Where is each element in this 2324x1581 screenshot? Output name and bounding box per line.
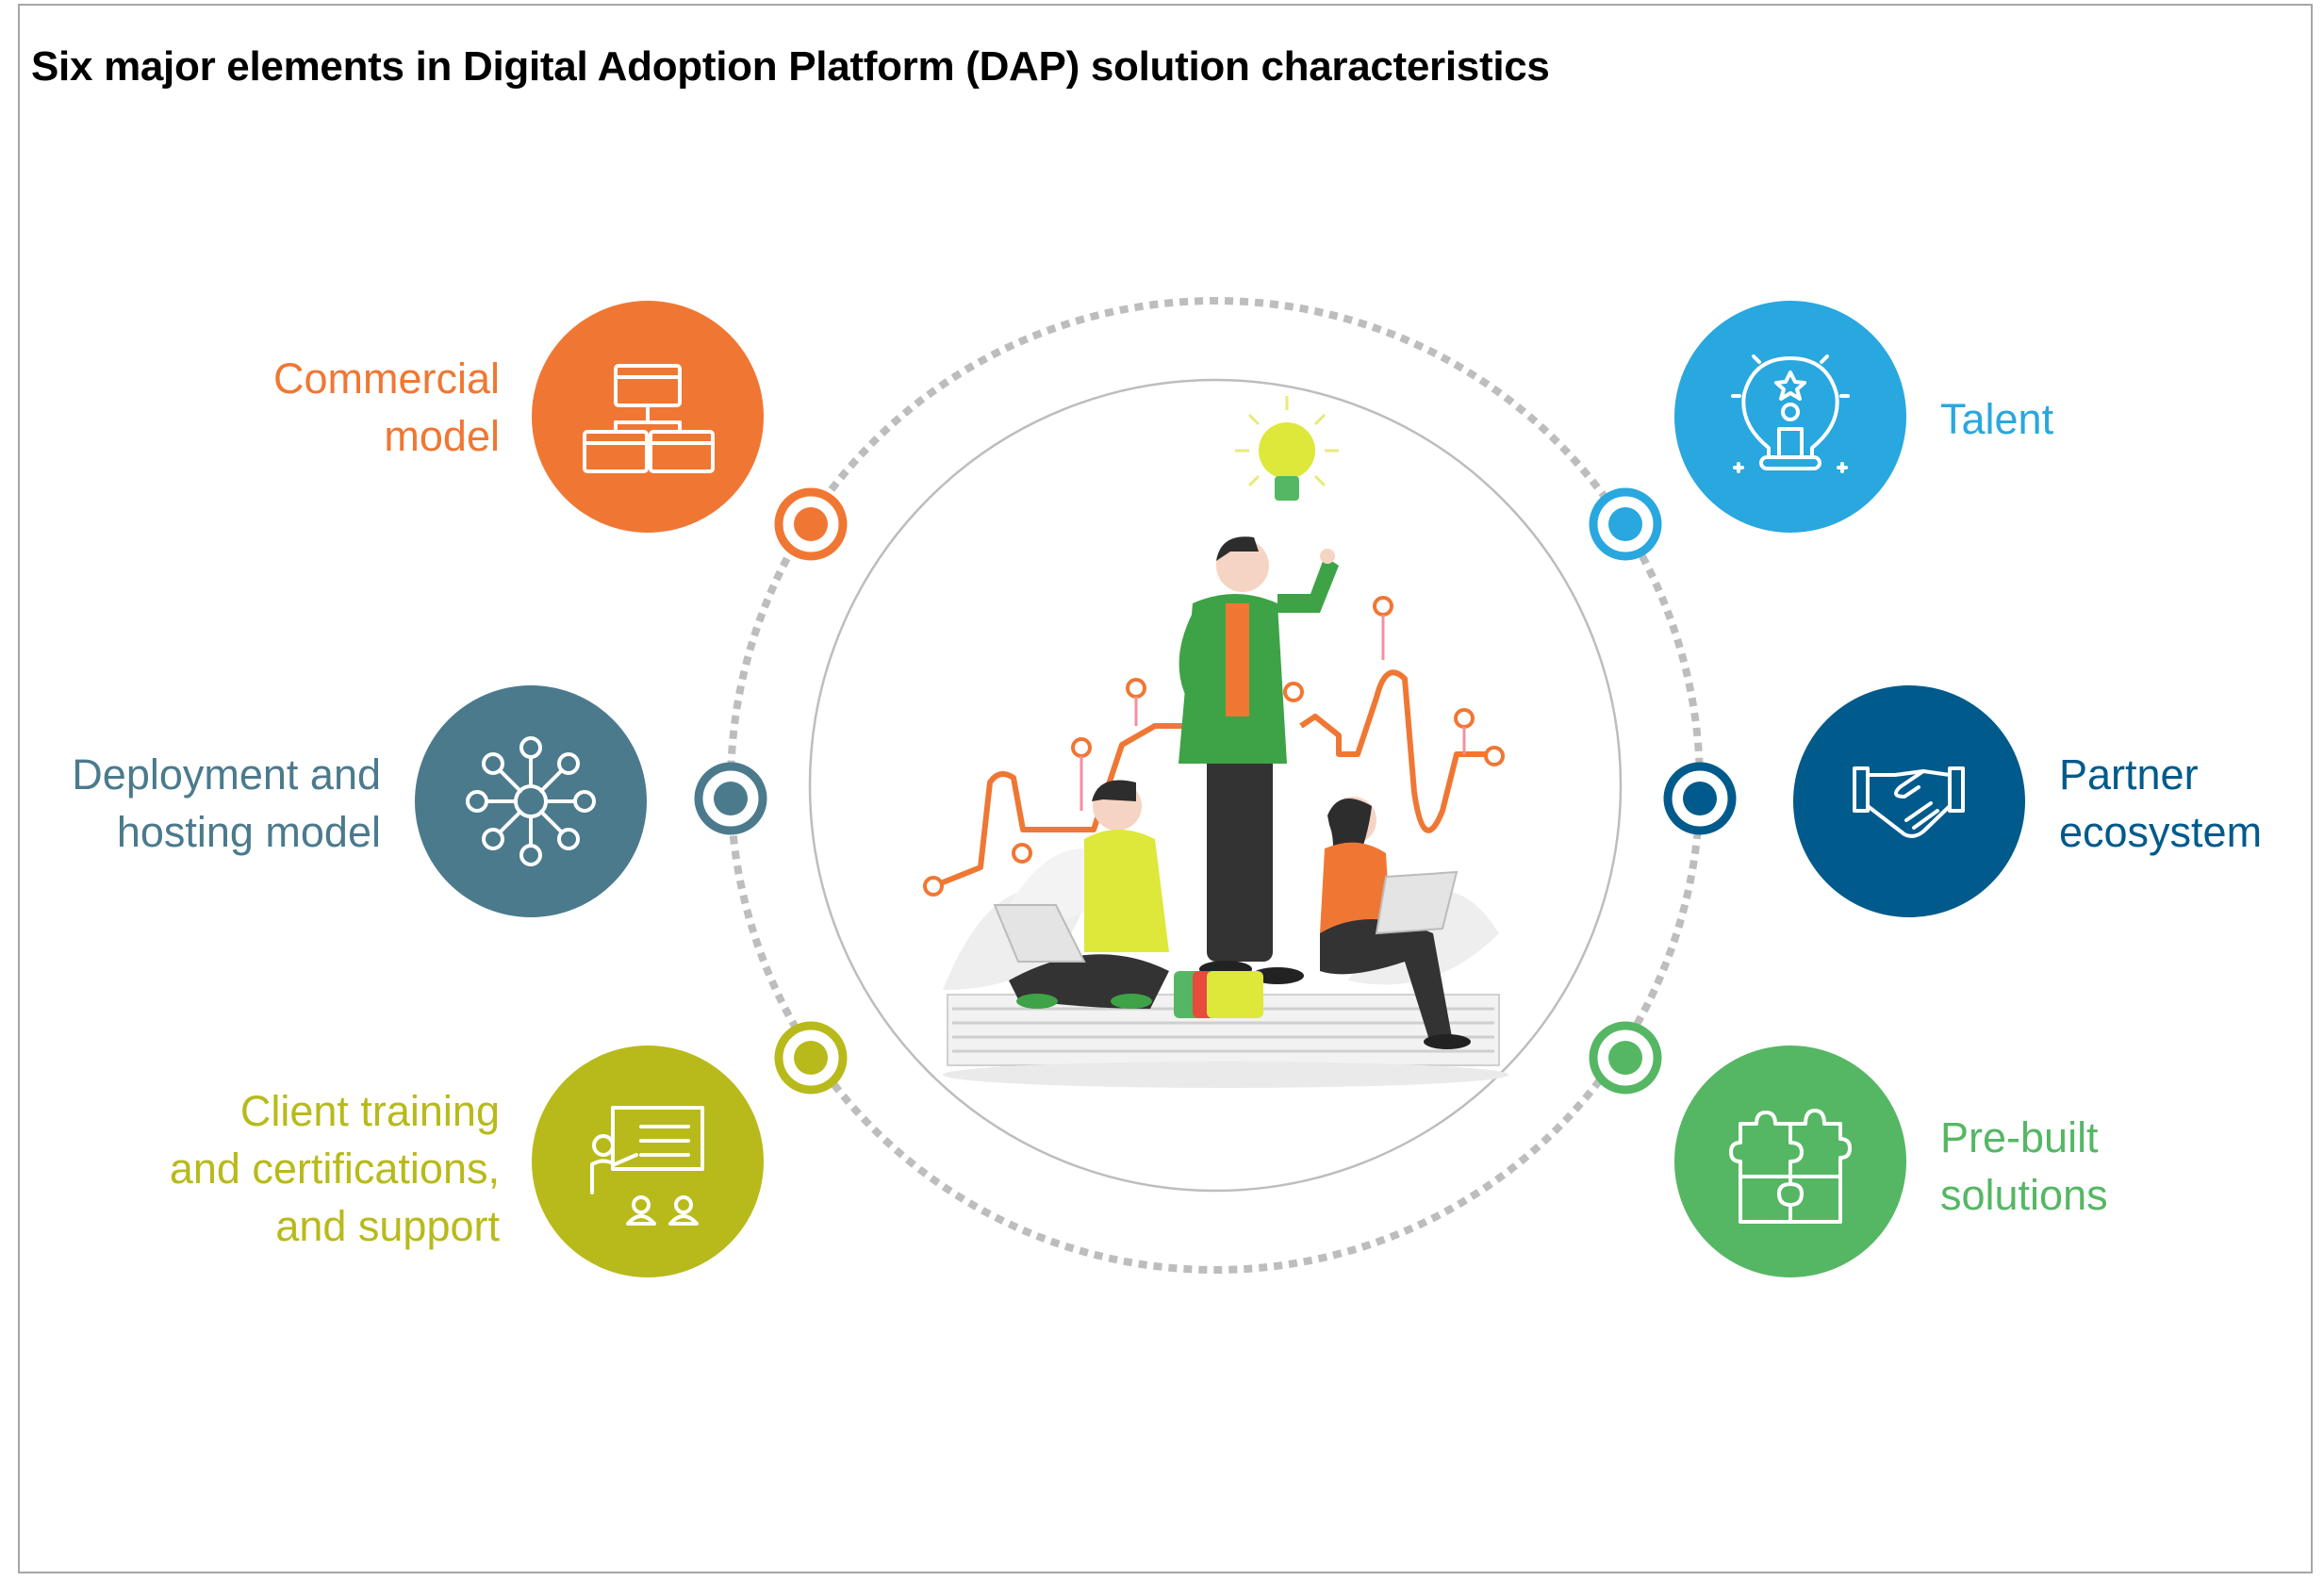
label-line: Pre-built (1940, 1113, 2099, 1161)
marker-commercial-model (774, 487, 848, 561)
label-pre-built-solutions: Pre-built solutions (1940, 1109, 2108, 1224)
label-line: solutions (1940, 1171, 2108, 1219)
label-line: ecosystem (2059, 808, 2263, 856)
lightbulb-icon (1235, 396, 1339, 501)
seated-person-right (1320, 797, 1471, 1049)
label-line: Commercial (272, 354, 500, 403)
sitemap-icon (583, 364, 715, 473)
inner-circle (808, 378, 1623, 1193)
marker-deployment-hosting-model (694, 762, 767, 835)
marker-client-training (774, 1021, 848, 1095)
marker-pre-built-solutions (1589, 1021, 1662, 1095)
label-deployment-hosting-model: Deployment and hosting model (72, 746, 381, 861)
team-illustration (923, 396, 1508, 1088)
circle-talent (1674, 301, 1906, 533)
figure-frame (18, 4, 2313, 1573)
marker-talent (1589, 487, 1662, 561)
label-partner-ecosystem: Partner ecosystem (2059, 746, 2262, 861)
circle-partner-ecosystem (1793, 685, 2025, 917)
label-client-training: Client training and certifications, and … (170, 1082, 500, 1255)
label-line: Deployment and (72, 750, 381, 799)
lightbulb-person-icon (1731, 354, 1850, 473)
puzzle-icon (1729, 1109, 1852, 1224)
label-commercial-model: Commercial model (273, 350, 500, 465)
marker-partner-ecosystem (1663, 762, 1737, 835)
label-line: and support (275, 1202, 500, 1250)
label-line: Client training (239, 1087, 500, 1135)
handshake-icon (1853, 766, 1965, 838)
label-line: model (384, 412, 500, 460)
figure-title: Six major elements in Digital Adoption P… (31, 43, 1550, 90)
label-line: Partner (2059, 750, 2199, 799)
circle-client-training (532, 1046, 764, 1277)
standing-person (1178, 536, 1339, 984)
network-hub-icon (466, 736, 596, 866)
books (1174, 971, 1263, 1018)
label-line: Talent (1940, 395, 2054, 443)
label-line: hosting model (116, 808, 381, 856)
circle-deployment-hosting-model (415, 685, 647, 917)
presentation-board-icon (590, 1106, 704, 1226)
seated-person-left (993, 780, 1169, 1009)
label-talent: Talent (1940, 390, 2053, 448)
label-line: and certifications, (169, 1145, 500, 1193)
